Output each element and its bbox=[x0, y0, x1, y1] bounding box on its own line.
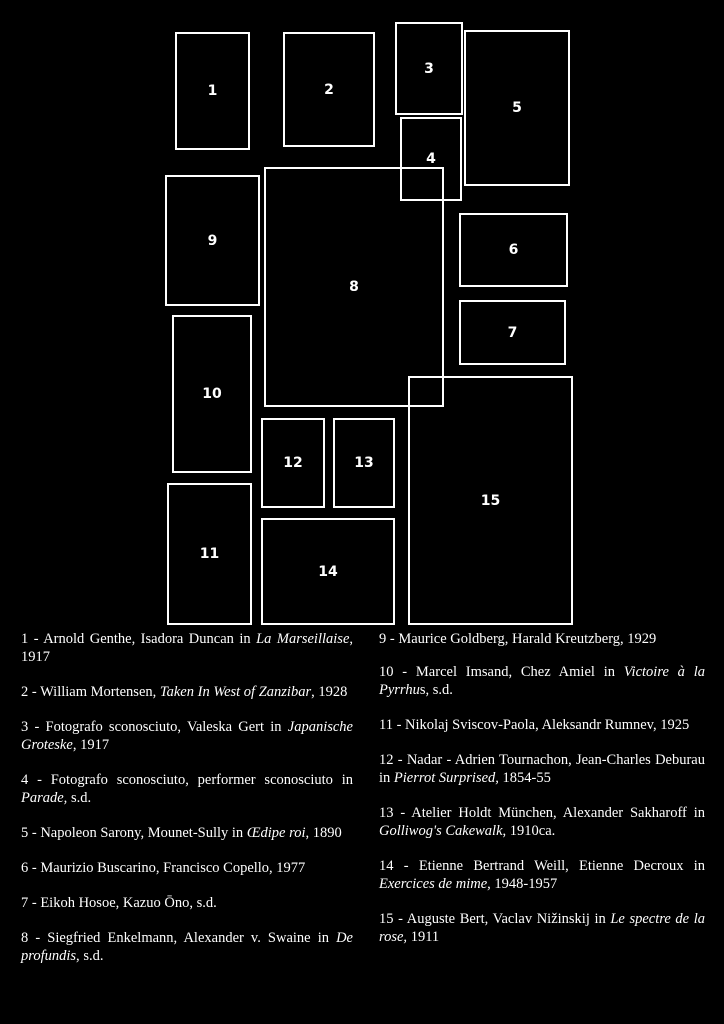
caption-7: 7 - Eikoh Hosoe, Kazuo Ōno, s.d. bbox=[21, 895, 217, 911]
frame-5: 5 bbox=[464, 30, 570, 186]
caption-4: 4 - Fotografo sconosciuto, performer sco… bbox=[21, 772, 353, 806]
frame-number: 7 bbox=[507, 324, 518, 341]
frame-number: 1 bbox=[207, 83, 218, 99]
frame-number: 12 bbox=[283, 455, 303, 471]
caption-5: 5 - Napoleon Sarony, Mounet-Sully in Œdi… bbox=[21, 825, 342, 841]
frame-10: 10 bbox=[172, 315, 252, 473]
frame-6: 6 bbox=[459, 213, 568, 287]
frame-number: 13 bbox=[354, 455, 374, 471]
caption-8: 8 - Siegfried Enkelmann, Alexander v. Sw… bbox=[21, 930, 353, 964]
frame-number: 3 bbox=[424, 60, 434, 77]
frame-8: 8 bbox=[264, 167, 444, 407]
frame-11: 11 bbox=[167, 483, 252, 625]
caption-9: 9 - Maurice Goldberg, Harald Kreutzberg,… bbox=[379, 631, 657, 647]
frame-4: 4 bbox=[400, 117, 462, 201]
captions-left-column: 1 - Arnold Genthe, Isadora Duncan in La … bbox=[21, 630, 353, 965]
frame-1: 1 bbox=[175, 32, 250, 150]
frame-12: 12 bbox=[261, 418, 325, 508]
frame-2: 2 bbox=[283, 32, 375, 147]
frame-number: 6 bbox=[508, 242, 519, 258]
frame-15: 15 bbox=[408, 376, 573, 625]
caption-14: 14 - Etienne Bertrand Weill, Etienne Dec… bbox=[379, 858, 705, 892]
caption-15: 15 - Auguste Bert, Vaclav Nižinskij in L… bbox=[379, 911, 705, 945]
caption-13: 13 - Atelier Holdt München, Alexander Sa… bbox=[379, 805, 705, 839]
frame-number: 4 bbox=[426, 151, 436, 167]
caption-12: 12 - Nadar - Adrien Tournachon, Jean-Cha… bbox=[379, 752, 705, 786]
caption-11: 11 - Nikolaj Sviscov-Paola, Aleksandr Ru… bbox=[379, 717, 690, 733]
frame-13: 13 bbox=[333, 418, 395, 508]
frame-number: 8 bbox=[349, 279, 359, 295]
frame-number: 10 bbox=[202, 386, 222, 402]
frame-number: 2 bbox=[324, 81, 334, 98]
frame-number: 9 bbox=[207, 232, 218, 249]
captions-right-column: 9 - Maurice Goldberg, Harald Kreutzberg,… bbox=[379, 630, 705, 946]
frame-7: 7 bbox=[459, 300, 566, 365]
frame-number: 15 bbox=[480, 492, 501, 509]
caption-1: 1 - Arnold Genthe, Isadora Duncan in La … bbox=[21, 631, 353, 665]
caption-2: 2 - William Mortensen, Taken In West of … bbox=[21, 684, 348, 700]
caption-3: 3 - Fotografo sconosciuto, Valeska Gert … bbox=[21, 719, 353, 753]
frame-14: 14 bbox=[261, 518, 395, 625]
caption-6: 6 - Maurizio Buscarino, Francisco Copell… bbox=[21, 860, 306, 876]
caption-10: 10 - Marcel Imsand, Chez Amiel in Victoi… bbox=[379, 664, 705, 698]
frame-number: 11 bbox=[199, 546, 220, 562]
frame-number: 5 bbox=[512, 100, 522, 116]
frame-number: 14 bbox=[318, 563, 338, 580]
frame-3: 3 bbox=[395, 22, 463, 115]
frame-9: 9 bbox=[165, 175, 260, 306]
